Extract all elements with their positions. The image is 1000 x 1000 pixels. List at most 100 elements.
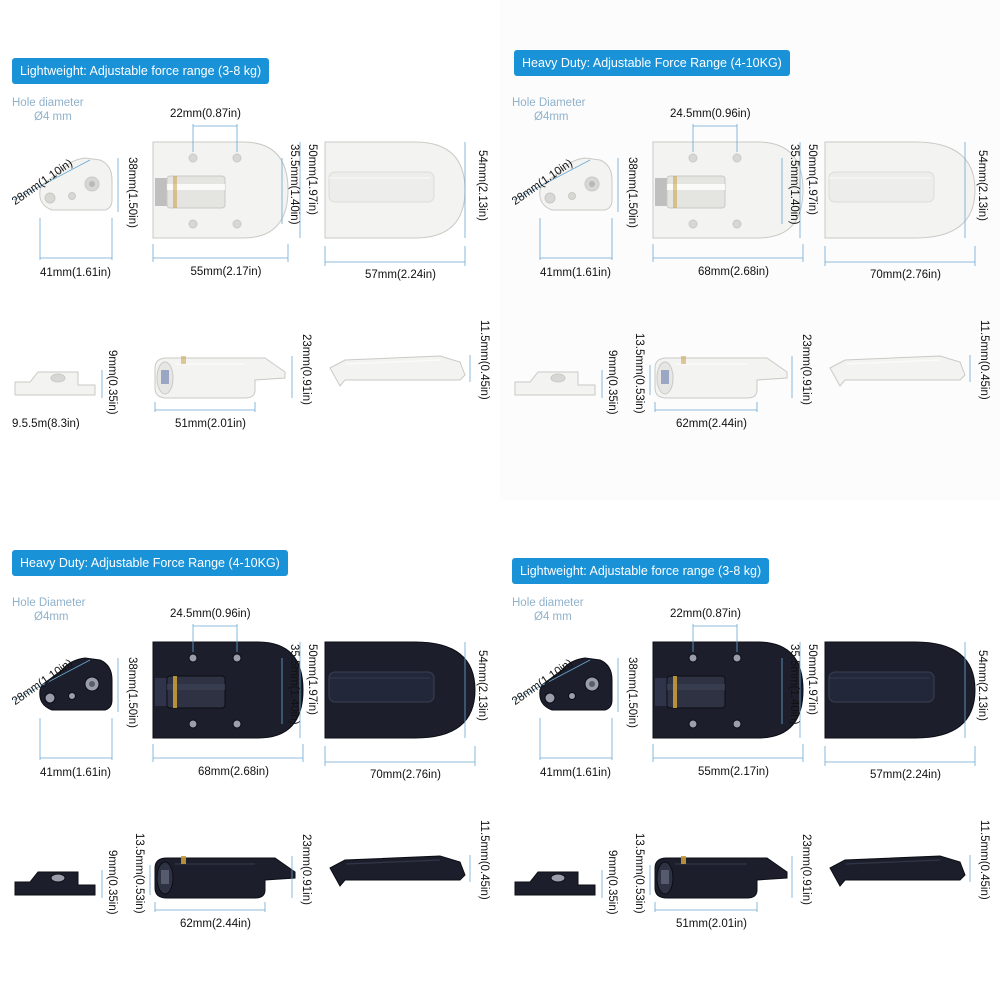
dim-body-height: 50mm(1.97in) bbox=[306, 644, 318, 715]
dim-side-bracket-height: 9mm(0.35in) bbox=[606, 350, 618, 415]
mounting-bracket-top-view bbox=[13, 157, 119, 260]
cover-side-view bbox=[329, 355, 471, 387]
dim-body-width: 55mm(2.17in) bbox=[190, 266, 262, 278]
spring-body-top-view bbox=[652, 624, 804, 762]
hole-diameter-value: Ø4 mm bbox=[534, 611, 572, 623]
part-drawings bbox=[13, 624, 476, 912]
cover-side-view bbox=[829, 855, 971, 887]
hole-diameter-value: Ø4mm bbox=[534, 111, 569, 123]
force-range-banner: Heavy Duty: Adjustable Force Range (4-10… bbox=[514, 50, 790, 76]
dim-side-bracket-height: 9mm(0.35in) bbox=[106, 350, 118, 415]
dim-side-body-depth: 13.5mm(0.53in) bbox=[633, 333, 645, 414]
dim-cover-height: 54mm(2.13in) bbox=[476, 650, 488, 721]
panel-top-left: Lightweight: Adjustable force range (3-8… bbox=[0, 0, 500, 500]
dim-side-body-height: 23mm(0.91in) bbox=[300, 334, 312, 405]
dim-cover-width: 57mm(2.24in) bbox=[365, 269, 436, 281]
spring-body-top-view bbox=[652, 124, 804, 262]
spring-body-side-view bbox=[149, 856, 296, 912]
hole-diameter-value: Ø4 mm bbox=[34, 111, 72, 123]
hole-diameter-note: Hole diameter Ø4 mm bbox=[12, 96, 84, 124]
dim-side-cover-height: 11.5mm(0.45in) bbox=[478, 320, 490, 400]
force-range-banner: Lightweight: Adjustable force range (3-8… bbox=[512, 558, 770, 584]
dim-bracket-height: 38mm(1.50in) bbox=[126, 157, 138, 228]
panel-bottom-left: Heavy Duty: Adjustable Force Range (4-10… bbox=[0, 500, 500, 1000]
panel-bottom-right: Lightweight: Adjustable force range (3-8… bbox=[500, 500, 1000, 1000]
spring-body-top-view bbox=[152, 624, 304, 762]
cover-top-view bbox=[324, 641, 476, 766]
dim-body-height: 50mm(1.97in) bbox=[306, 144, 318, 215]
part-drawings bbox=[13, 124, 471, 412]
part-drawings bbox=[513, 624, 976, 912]
dim-side-body-depth: 13.5mm(0.53in) bbox=[133, 833, 145, 914]
dim-body-top-spacing: 22mm(0.87in) bbox=[170, 108, 241, 120]
dim-body-hole-spacing: 35.5mm(1.40in) bbox=[288, 144, 300, 225]
spring-body-side-view bbox=[154, 356, 293, 412]
dim-body-width: 68mm(2.68in) bbox=[198, 766, 269, 778]
force-range-banner: Lightweight: Adjustable force range (3-8… bbox=[12, 58, 270, 84]
dim-side-bracket-width: 9.5.5m(8.3in) bbox=[12, 418, 80, 430]
spring-body-side-view bbox=[649, 356, 793, 412]
dim-body-width: 55mm(2.17in) bbox=[698, 766, 769, 778]
dim-cover-height: 54mm(2.13in) bbox=[976, 650, 988, 721]
dim-cover-width: 70mm(2.76in) bbox=[370, 769, 441, 781]
dim-side-body-width: 62mm(2.44in) bbox=[180, 918, 251, 930]
mounting-bracket-side-view bbox=[14, 370, 103, 398]
dim-bracket-height: 38mm(1.50in) bbox=[126, 657, 138, 728]
dim-side-body-depth: 13.5mm(0.53in) bbox=[633, 833, 645, 914]
dim-bracket-width: 41mm(1.61in) bbox=[540, 267, 611, 279]
mounting-bracket-top-view bbox=[513, 157, 619, 260]
hole-diameter-label: Hole diameter bbox=[12, 97, 84, 109]
dim-side-cover-height: 11.5mm(0.45in) bbox=[978, 820, 990, 900]
panel-top-right: Heavy Duty: Adjustable Force Range (4-10… bbox=[500, 0, 1000, 500]
dim-side-bracket-height: 9mm(0.35in) bbox=[106, 850, 118, 915]
dim-bracket-width: 41mm(1.61in) bbox=[40, 767, 111, 779]
hole-diameter-label: Hole diameter bbox=[512, 597, 584, 609]
hole-diameter-note: Hole diameter Ø4 mm bbox=[512, 596, 584, 624]
dim-side-cover-height: 11.5mm(0.45in) bbox=[978, 320, 990, 400]
dim-body-hole-spacing: 35.5mm(1.40in) bbox=[788, 144, 800, 225]
cover-top-view bbox=[824, 141, 976, 266]
dim-bracket-width: 41mm(1.61in) bbox=[40, 267, 111, 279]
dim-bracket-height: 38mm(1.50in) bbox=[626, 157, 638, 228]
dim-cover-width: 57mm(2.24in) bbox=[870, 769, 941, 781]
dim-side-body-width: 62mm(2.44in) bbox=[676, 418, 747, 430]
hole-diameter-label: Hole Diameter bbox=[512, 97, 586, 109]
hole-diameter-value: Ø4mm bbox=[34, 611, 69, 623]
dim-side-bracket-height: 9mm(0.35in) bbox=[606, 850, 618, 915]
dim-cover-height: 54mm(2.13in) bbox=[476, 150, 488, 221]
cover-side-view bbox=[829, 355, 971, 387]
mounting-bracket-top-view bbox=[13, 657, 119, 760]
dim-side-body-width: 51mm(2.01in) bbox=[175, 418, 246, 430]
dim-side-cover-height: 11.5mm(0.45in) bbox=[478, 820, 490, 900]
dim-side-body-height: 23mm(0.91in) bbox=[300, 834, 312, 905]
dim-body-top-spacing: 24.5mm(0.96in) bbox=[170, 608, 251, 620]
mounting-bracket-side-view bbox=[514, 370, 603, 398]
dim-side-body-height: 23mm(0.91in) bbox=[800, 834, 812, 905]
dim-body-top-spacing: 24.5mm(0.96in) bbox=[670, 108, 751, 120]
hole-diameter-label: Hole Diameter bbox=[12, 597, 86, 609]
mounting-bracket-side-view bbox=[514, 870, 603, 898]
spring-body-side-view bbox=[649, 856, 793, 912]
cover-side-view bbox=[329, 855, 471, 887]
dim-bracket-height: 38mm(1.50in) bbox=[626, 657, 638, 728]
dim-cover-height: 54mm(2.13in) bbox=[976, 150, 988, 221]
mounting-bracket-side-view bbox=[14, 870, 103, 898]
dim-body-hole-spacing: 35.5mm(1.40in) bbox=[288, 644, 300, 725]
dim-body-height: 50mm(1.97in) bbox=[806, 644, 818, 715]
dim-side-body-width: 51mm(2.01in) bbox=[676, 918, 747, 930]
dim-side-body-height: 23mm(0.91in) bbox=[800, 334, 812, 405]
dim-body-width: 68mm(2.68in) bbox=[698, 266, 769, 278]
cover-top-view bbox=[324, 141, 466, 266]
dim-cover-width: 70mm(2.76in) bbox=[870, 269, 941, 281]
cover-top-view bbox=[824, 641, 976, 766]
dim-bracket-width: 41mm(1.61in) bbox=[540, 767, 611, 779]
force-range-banner: Heavy Duty: Adjustable Force Range (4-10… bbox=[12, 550, 288, 576]
mounting-bracket-top-view bbox=[513, 657, 619, 760]
part-drawings bbox=[513, 124, 976, 412]
dim-body-hole-spacing: 35.5mm(1.40in) bbox=[788, 644, 800, 725]
spring-body-top-view bbox=[152, 124, 301, 262]
dim-body-top-spacing: 22mm(0.87in) bbox=[670, 608, 741, 620]
dim-body-height: 50mm(1.97in) bbox=[806, 144, 818, 215]
